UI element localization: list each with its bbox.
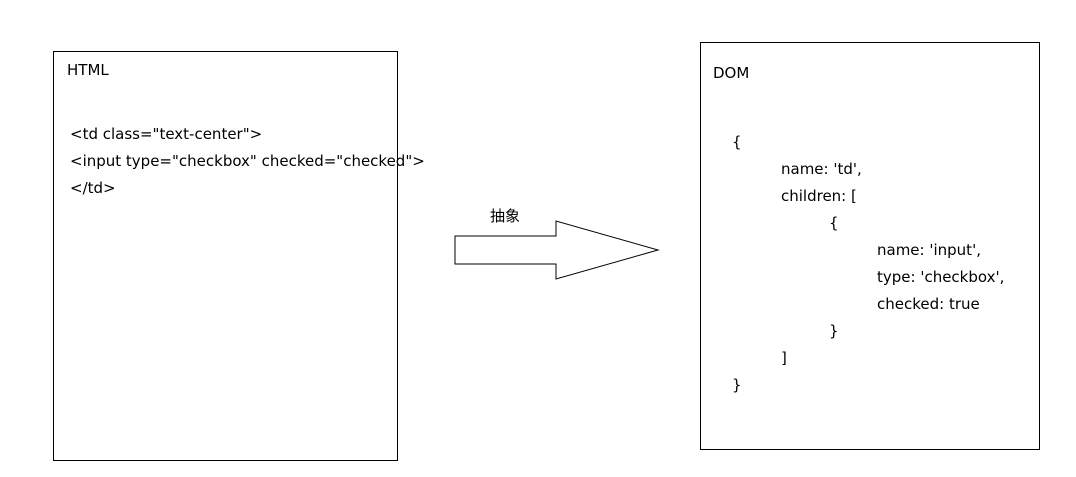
arrow-shape bbox=[454, 220, 660, 280]
html-code-line: <input type="checkbox" checked="checked"… bbox=[70, 152, 425, 170]
dom-code-line: ] bbox=[781, 349, 787, 367]
html-code-line: <td class="text-center"> bbox=[70, 125, 263, 143]
dom-code-line: } bbox=[732, 376, 742, 394]
dom-code-line: checked: true bbox=[877, 295, 980, 313]
dom-code-line: } bbox=[829, 322, 839, 340]
html-code-line: </td> bbox=[70, 179, 116, 197]
dom-code-line: type: 'checkbox', bbox=[877, 268, 1005, 286]
dom-code-line: name: 'td', bbox=[781, 160, 862, 178]
abstraction-arrow bbox=[454, 220, 660, 280]
dom-panel bbox=[700, 42, 1040, 450]
html-panel bbox=[53, 51, 398, 461]
arrow-label: 抽象 bbox=[490, 207, 521, 225]
dom-code-line: { bbox=[732, 133, 742, 151]
dom-code-line: children: [ bbox=[781, 187, 857, 205]
html-panel-title: HTML bbox=[67, 61, 109, 79]
dom-code-line: name: 'input', bbox=[877, 241, 981, 259]
dom-panel-title: DOM bbox=[713, 64, 750, 82]
dom-code-line: { bbox=[829, 214, 839, 232]
